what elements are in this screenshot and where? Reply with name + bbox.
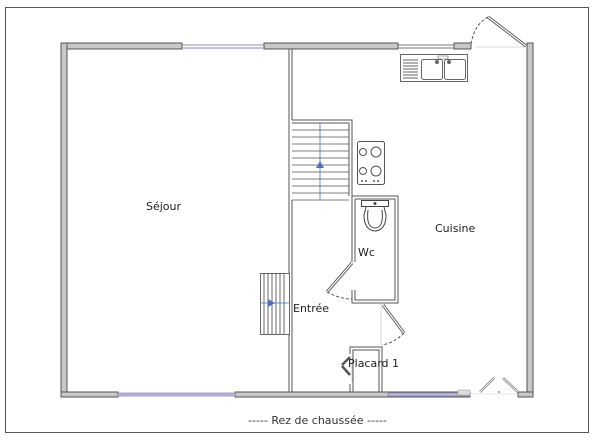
placard-enclosure (341, 346, 383, 392)
room-label-wc: Wc (358, 246, 375, 259)
page-frame (5, 7, 589, 433)
room-label-entree: Entrée (293, 302, 330, 315)
room-label-sejour: Séjour (146, 200, 182, 213)
patio-doors (457, 377, 527, 396)
toilet (361, 200, 389, 232)
cooktop (357, 141, 385, 185)
kitchen-door (470, 15, 527, 48)
entrance-steps (260, 273, 290, 335)
exterior-walls (60, 42, 534, 398)
main-staircase (292, 123, 349, 201)
hall-door (380, 303, 406, 346)
floor-caption: ----- Rez de chaussée ----- (248, 414, 387, 427)
room-label-placard: Placard 1 (348, 357, 400, 370)
wc-door (325, 262, 354, 300)
kitchen-sink (400, 54, 468, 82)
windows (117, 44, 471, 397)
entrance-arrow-icon (268, 299, 275, 307)
stair-up-arrow-icon (316, 161, 324, 168)
interior-walls (288, 49, 353, 392)
room-label-cuisine: Cuisine (435, 222, 476, 235)
